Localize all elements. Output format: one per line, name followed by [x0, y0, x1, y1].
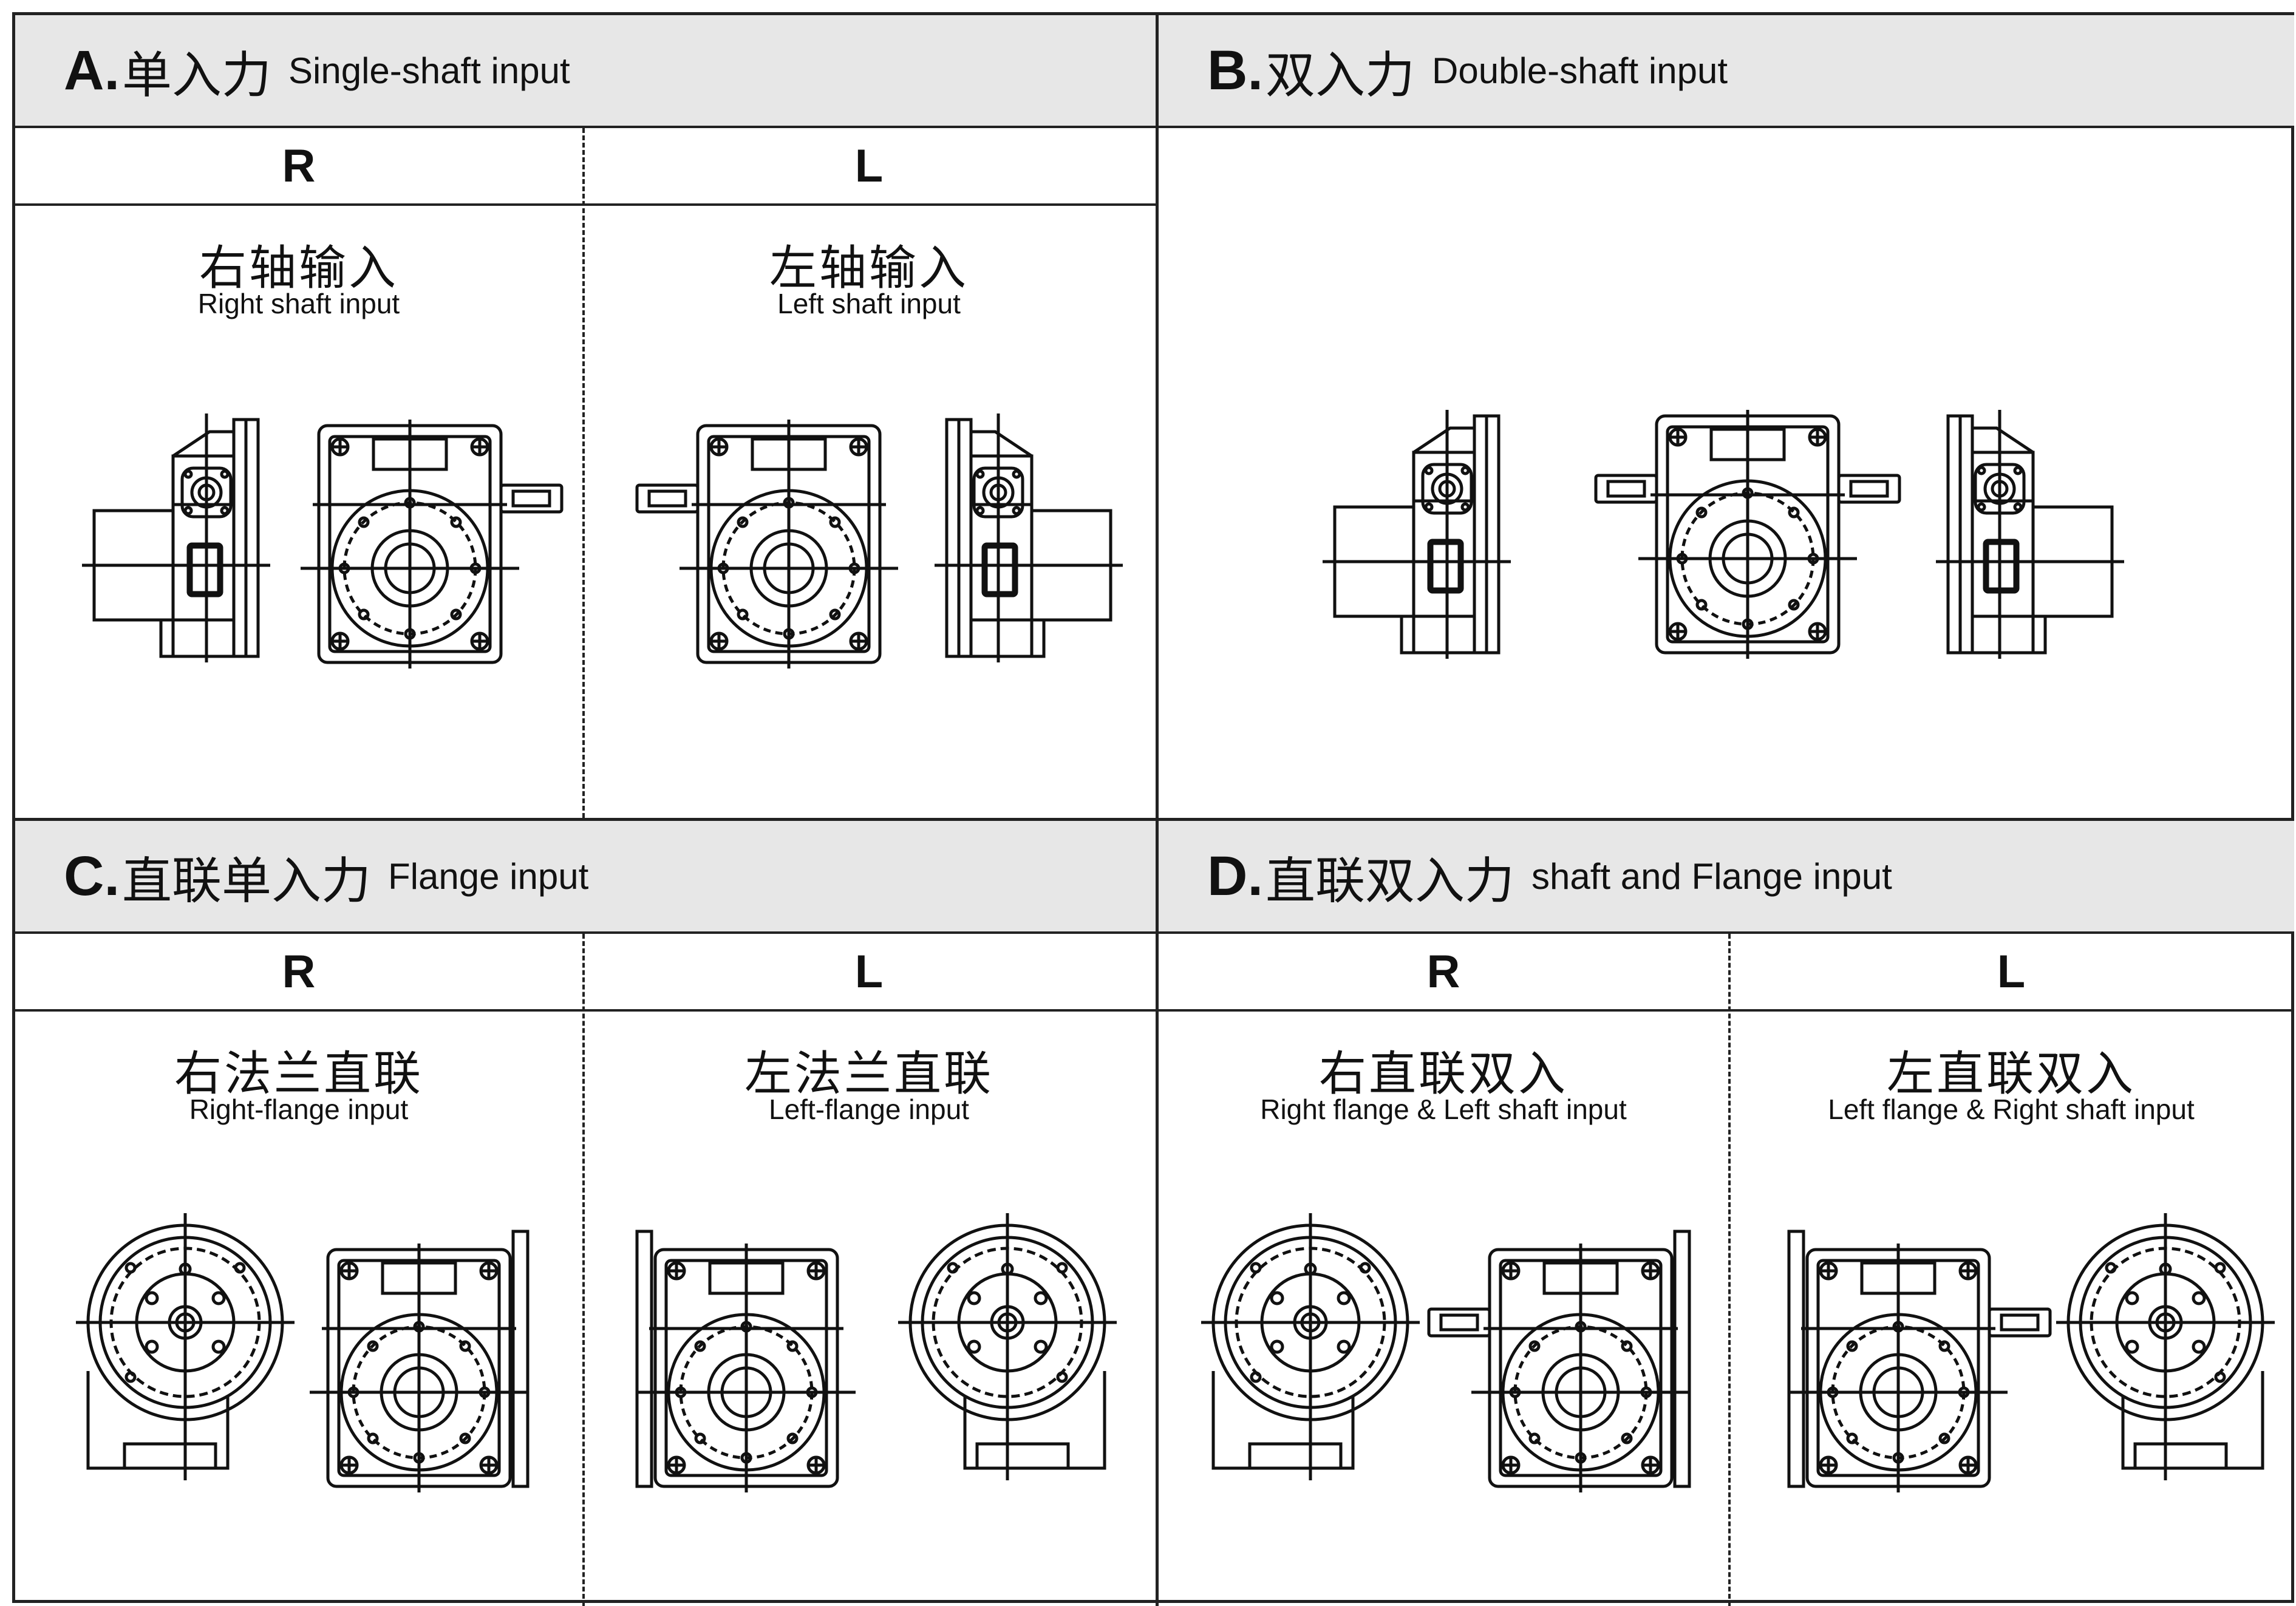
left-flange-front-view	[655, 1250, 837, 1486]
section-b-title-en: Double-shaft input	[1432, 50, 1728, 91]
section-a-title-en: Single-shaft input	[288, 50, 570, 91]
section-divider-vertical	[1156, 15, 1159, 1606]
column-title-cn: 左法兰直联	[744, 1047, 993, 1101]
section-d-header: D. 直联双入力 shaft and Flange input	[1159, 821, 2294, 934]
section-d-letter: D.	[1207, 845, 1263, 907]
section-b-letter: B.	[1207, 39, 1263, 101]
column-divider	[1728, 934, 1731, 1606]
column-title-cn: 左轴输入	[769, 241, 969, 296]
column-title-en: Right-flange input	[189, 1094, 409, 1125]
left-shaft-side-view	[947, 420, 1044, 656]
double-shaft-side-view-right	[1402, 416, 1499, 653]
section-c-title-en: Flange input	[388, 856, 589, 897]
double-shaft-front-view	[1657, 416, 1839, 653]
section-c: C. 直联单入力 Flange input R 右法兰直联 Right-flan…	[15, 821, 1156, 1606]
section-a-left-column: L 左轴输入 Left shaft input	[582, 128, 1156, 818]
right-flange-left-shaft-front-view	[1490, 1250, 1672, 1486]
section-a-title-cn: 单入力	[122, 46, 272, 104]
section-d-title-cn: 直联双入力	[1266, 852, 1515, 910]
section-c-right-column: R 右法兰直联 Right-flange input	[15, 934, 582, 1606]
column-divider	[582, 128, 585, 818]
column-title-en: Left flange & Right shaft input	[1828, 1094, 2195, 1125]
mounting-options-sheet: A. 单入力 Single-shaft input R 右轴输入 Right s…	[12, 12, 2294, 1606]
section-c-left-column: L 左法兰直联 Left-flange input	[582, 934, 1156, 1606]
column-code: R	[15, 128, 582, 206]
column-code: L	[582, 934, 1156, 1012]
section-c-header: C. 直联单入力 Flange input	[15, 821, 1156, 934]
right-flange-end-view	[88, 1225, 282, 1468]
column-divider	[582, 934, 585, 1606]
column-title-cn: 右轴输入	[199, 241, 398, 296]
left-shaft-front-view	[698, 426, 880, 662]
section-a-header: A. 单入力 Single-shaft input	[15, 15, 1156, 128]
column-code: R	[15, 934, 582, 1012]
column-title-cn: 右直联双入	[1318, 1047, 1568, 1101]
section-d-title-en: shaft and Flange input	[1531, 856, 1892, 897]
column-title-en: Left-flange input	[769, 1094, 969, 1125]
section-a: A. 单入力 Single-shaft input R 右轴输入 Right s…	[15, 15, 1156, 818]
section-d: D. 直联双入力 shaft and Flange input R 右直联双入 …	[1159, 821, 2294, 1606]
right-shaft-front-view	[319, 426, 501, 662]
section-b-header: B. 双入力 Double-shaft input	[1159, 15, 2294, 128]
column-code: R	[1159, 934, 1728, 1012]
right-shaft-side-view	[161, 420, 258, 656]
section-b-title-cn: 双入力	[1266, 46, 1415, 104]
column-title-cn: 右法兰直联	[174, 1047, 423, 1101]
section-a-letter: A.	[64, 39, 120, 101]
section-d-left-column: L 左直联双入 Left flange & Right shaft input	[1728, 934, 2294, 1606]
section-divider-horizontal	[15, 818, 2291, 821]
double-shaft-side-view-left	[1948, 416, 2045, 653]
left-flange-right-shaft-end-view	[2068, 1225, 2263, 1468]
right-flange-left-shaft-end-view	[1213, 1225, 1408, 1468]
column-title-en: Right shaft input	[197, 288, 400, 319]
column-title-cn: 左直联双入	[1886, 1047, 2136, 1101]
column-code: L	[1728, 934, 2294, 1012]
section-c-letter: C.	[64, 845, 120, 907]
section-b: B. 双入力 Double-shaft input	[1159, 15, 2294, 818]
section-a-right-column: R 右轴输入 Right shaft input	[15, 128, 582, 818]
left-flange-end-view	[910, 1225, 1105, 1468]
column-title-en: Right flange & Left shaft input	[1260, 1094, 1627, 1125]
column-code: L	[582, 128, 1156, 206]
column-title-en: Left shaft input	[777, 288, 961, 319]
section-c-title-cn: 直联单入力	[122, 852, 372, 910]
section-d-right-column: R 右直联双入 Right flange & Left shaft input	[1159, 934, 1728, 1606]
right-flange-front-view	[328, 1250, 510, 1486]
left-flange-right-shaft-front-view	[1807, 1250, 1989, 1486]
